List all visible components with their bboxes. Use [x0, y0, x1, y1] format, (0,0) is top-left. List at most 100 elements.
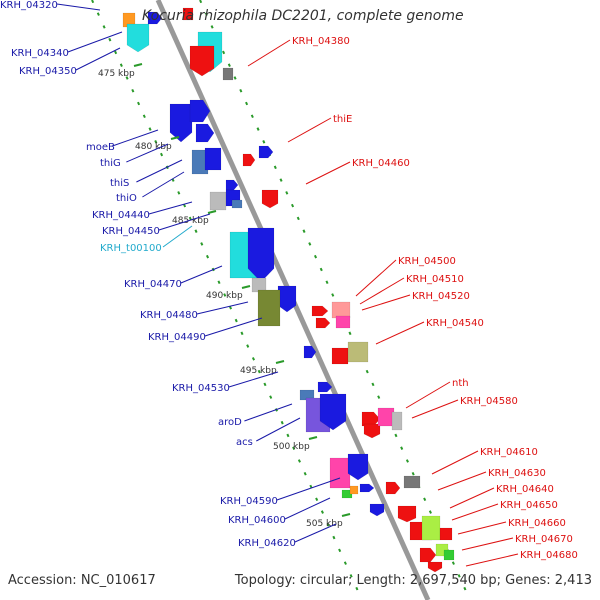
gene-label-right: KRH_04460 — [352, 158, 410, 169]
gene-label-leader — [411, 399, 459, 419]
gene-label-leader — [405, 381, 451, 409]
kbp-tick-mark — [170, 136, 180, 140]
kbp-tick-label: 485 kbp — [172, 216, 209, 226]
gene-label-left: aroD — [218, 417, 242, 428]
gene-glyph — [315, 317, 331, 329]
gene-label-right: KRH_04380 — [292, 36, 350, 47]
gene-glyph — [225, 179, 239, 191]
gene-glyph — [247, 227, 275, 283]
gene-label-left: KRH_04320 — [0, 0, 58, 11]
gene-label-left: thiO — [116, 193, 137, 204]
gene-label-leader — [56, 3, 101, 11]
gene-label-left: KRH_04340 — [11, 48, 69, 59]
gene-label-leader — [228, 371, 279, 388]
gene-label-leader — [247, 39, 291, 67]
gene-label-right: KRH_04520 — [412, 291, 470, 302]
gene-label-leader — [162, 225, 193, 248]
gene-glyph — [195, 123, 215, 143]
gene-label-leader — [431, 450, 479, 475]
kbp-tick-label: 490 kbp — [206, 291, 243, 301]
gene-label-left: KRH_04450 — [102, 226, 160, 237]
gene-label-leader — [67, 31, 123, 53]
gene-label-right: KRH_04510 — [406, 274, 464, 285]
gene-glyph — [303, 345, 317, 359]
gene-label-leader — [437, 471, 487, 491]
gene-label-leader — [244, 403, 293, 422]
gene-glyph — [257, 289, 281, 327]
gene-label-leader — [180, 265, 223, 284]
gene-label-leader — [375, 321, 425, 345]
gene-label-leader — [276, 477, 341, 501]
gene-label-leader — [256, 417, 301, 442]
gene-label-left: KRH_04490 — [148, 332, 206, 343]
gene-glyph — [258, 145, 274, 159]
kbp-tick-mark — [207, 210, 217, 214]
kbp-tick-label: 480 kbp — [135, 142, 172, 152]
gene-label-leader — [461, 537, 514, 551]
gene-label-leader — [355, 259, 397, 297]
kbp-tick-mark — [275, 360, 285, 364]
gene-glyph — [347, 341, 369, 363]
gene-label-leader — [284, 497, 331, 520]
gene-label-leader — [449, 487, 495, 509]
gene-glyph — [443, 549, 455, 561]
gene-glyph — [331, 347, 349, 365]
gene-label-left: thiS — [110, 178, 129, 189]
gene-glyph — [147, 11, 163, 25]
gene-label-right: KRH_04580 — [460, 396, 518, 407]
guide-dotted-line — [199, 0, 471, 600]
gene-label-leader — [294, 523, 337, 543]
gene-label-leader — [359, 277, 405, 305]
gene-label-leader — [136, 159, 183, 183]
gene-label-right: KRH_04500 — [398, 256, 456, 267]
kbp-tick-label: 505 kbp — [306, 519, 343, 529]
gene-glyph — [363, 423, 381, 439]
gene-glyph — [169, 103, 193, 143]
gene-label-leader — [361, 294, 411, 311]
kbp-tick-label: 500 kbp — [273, 442, 310, 452]
gene-label-leader — [204, 317, 263, 337]
gene-label-leader — [126, 143, 169, 163]
gene-label-leader — [142, 171, 185, 198]
gene-label-left: KRH_04590 — [220, 496, 278, 507]
gene-label-right: nth — [452, 378, 469, 389]
gene-glyph — [189, 99, 211, 123]
gene-glyph — [126, 23, 150, 53]
gene-label-right: KRH_04650 — [500, 500, 558, 511]
gene-glyph — [419, 547, 437, 563]
gene-label-left: KRH_04470 — [124, 279, 182, 290]
kbp-tick-mark — [308, 436, 318, 440]
gene-label-leader — [112, 129, 159, 147]
gene-label-leader — [158, 213, 211, 231]
gene-label-left: KRH_04620 — [238, 538, 296, 549]
gene-label-left: moeB — [86, 142, 115, 153]
gene-glyph — [311, 305, 329, 317]
gene-label-left: thiG — [100, 158, 121, 169]
gene-glyph — [331, 301, 351, 319]
gene-label-right: KRH_04640 — [496, 484, 554, 495]
topology-text: Topology: circular; Length: 2,697,540 bp… — [234, 573, 592, 588]
gene-glyph — [209, 191, 227, 211]
gene-label-right: thiE — [333, 114, 352, 125]
gene-glyph — [317, 381, 333, 393]
gene-glyph — [222, 67, 234, 81]
gene-label-leader — [196, 301, 249, 315]
gene-label-leader — [457, 521, 507, 535]
kbp-tick-mark — [133, 63, 143, 67]
gene-label-leader — [148, 201, 193, 215]
gene-glyph — [439, 527, 453, 541]
gene-glyph — [361, 411, 381, 427]
gene-glyph — [391, 411, 403, 431]
gene-label-right: KRH_04680 — [520, 550, 578, 561]
gene-glyph — [277, 285, 297, 313]
gene-glyph — [385, 481, 401, 495]
gene-label-left: KRH_04440 — [92, 210, 150, 221]
gene-glyph — [335, 315, 351, 329]
gene-glyph — [341, 489, 353, 499]
gene-glyph — [329, 457, 351, 489]
gene-label-left: KRH_04600 — [228, 515, 286, 526]
gene-label-leader — [305, 161, 351, 185]
gene-glyph — [349, 485, 359, 495]
gene-glyph — [377, 407, 395, 427]
